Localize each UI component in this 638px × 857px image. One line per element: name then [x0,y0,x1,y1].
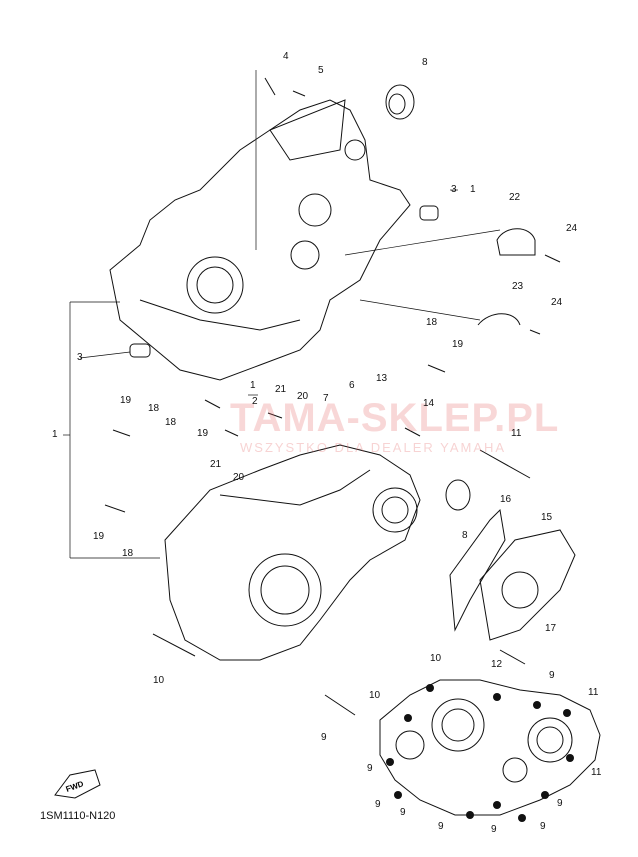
callout-18: 18 [148,403,160,414]
callout-14: 14 [423,398,435,409]
callout-9: 9 [375,799,381,810]
callout-17: 17 [545,623,557,634]
callout-11: 11 [588,687,599,698]
callout-3: 3 [77,352,83,363]
callout-6: 6 [349,380,355,391]
oil-seal-8-lower [445,479,471,511]
callout-21: 21 [275,384,287,395]
callout-1: 1 [250,380,256,391]
callout-1: 1 [470,184,476,195]
callout-9: 9 [549,670,555,681]
callout-4: 4 [283,51,289,62]
callout-23: 23 [512,281,524,292]
callout-19: 19 [452,339,464,350]
callout-8: 8 [422,57,428,68]
callout-22: 22 [509,192,521,203]
callout-18: 18 [122,548,134,559]
callout-9: 9 [540,821,546,832]
diagram-code: 1SM1110-N120 [40,810,116,822]
crankcase-side-view [379,679,601,816]
bolt-markers [386,684,574,822]
watermark-subtext: WSZYSTKO DLA DEALER YAMAHA [240,440,507,455]
callout-10: 10 [430,653,442,664]
leader-lines [63,70,501,559]
fwd-arrow-icon [54,769,101,799]
callout-9: 9 [321,732,327,743]
lower-crankcase-half [164,444,421,661]
callout-10: 10 [153,675,165,686]
callout-9: 9 [491,824,497,835]
callout-9: 9 [400,807,406,818]
fwd-label: FWD [65,779,85,794]
callout-3: 3 [451,184,457,195]
callout-21: 21 [210,459,222,470]
callout-9: 9 [557,798,563,809]
callout-19: 19 [197,428,209,439]
callout-18: 18 [165,417,177,428]
guard-16 [449,508,506,632]
oil-seal-8-upper [385,84,415,120]
callout-19: 19 [120,395,132,406]
callout-18: 18 [426,317,438,328]
callout-11: 11 [511,428,522,439]
dowel-pin-3-lower [129,343,151,358]
guard-15 [479,529,576,641]
callout-2: 2 [252,396,258,407]
callout-15: 15 [541,512,553,523]
callout-9: 9 [438,821,444,832]
callout-1: 1 [52,429,58,440]
callout-20: 20 [233,472,245,483]
callout-12: 12 [491,659,503,670]
callout-24: 24 [566,223,578,234]
callout-20: 20 [297,391,309,402]
clamp-22 [496,228,536,256]
upper-crankcase-half [109,99,411,381]
callout-11: 11 [591,767,602,778]
watermark-text: TAMA-SKLEP.PL [230,396,560,440]
callout-19: 19 [93,531,105,542]
clamp-23 [477,313,521,326]
bolts [104,77,561,716]
callout-24: 24 [551,297,563,308]
callout-13: 13 [376,373,388,384]
callout-9: 9 [367,763,373,774]
callout-16: 16 [500,494,512,505]
callout-8: 8 [462,530,468,541]
callout-7: 7 [323,393,329,404]
callout-10: 10 [369,690,381,701]
callout-5: 5 [318,65,324,76]
dowel-pin-3-upper [419,205,439,221]
